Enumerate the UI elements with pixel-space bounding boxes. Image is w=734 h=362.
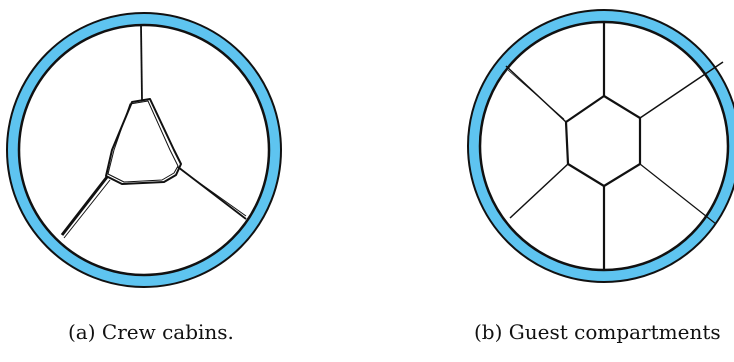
figure-panel-b: (b) Guest compartments <box>440 0 734 362</box>
spoke-left <box>60 176 109 236</box>
spoke-top <box>140 24 143 101</box>
guest-compartments-diagram <box>467 9 734 283</box>
spoke-bottom-right <box>639 163 717 225</box>
spoke-right-sketch <box>179 168 247 217</box>
caption-guest-compartments: (b) Guest compartments <box>474 320 721 344</box>
outer-ring-blue <box>7 13 281 287</box>
central-compartment <box>105 98 182 185</box>
central-compartment-sketch <box>107 100 179 183</box>
outer-ring-outline <box>467 9 734 283</box>
caption-crew-cabins: (a) Crew cabins. <box>68 320 234 344</box>
inner-ring-outline <box>17 23 271 277</box>
crew-cabins-diagram <box>6 12 282 288</box>
outer-ring-outline <box>6 12 282 288</box>
spoke-top-left-sketch <box>507 69 565 120</box>
central-hexagon <box>564 94 642 188</box>
spoke-bottom-left <box>509 163 569 219</box>
figure-panel-a: (a) Crew cabins. <box>0 0 300 362</box>
spoke-left-sketch <box>63 179 111 239</box>
spoke-top-right <box>639 61 724 119</box>
outer-ring-blue <box>468 10 734 282</box>
